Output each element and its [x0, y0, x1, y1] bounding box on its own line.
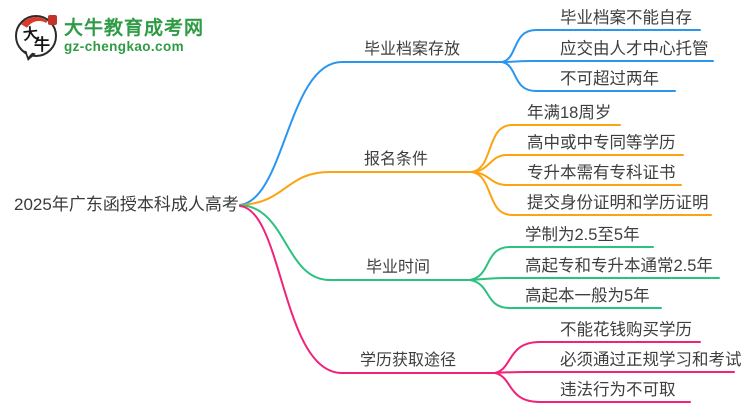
branch4-leaf3-curve: [494, 372, 691, 403]
branch2-leaf1: 年满18周岁: [527, 104, 612, 122]
branch2-main-curve: [239, 171, 473, 206]
branch4-label: 学历获取途径: [360, 352, 457, 369]
branch3-leaf3-curve: [469, 279, 662, 309]
logo-circle: 大 牛: [15, 15, 57, 57]
branch1-leaf2: 应交由人才中心托管: [560, 40, 709, 58]
branch4-leaf1: 不能花钱购买学历: [560, 321, 692, 339]
branch4-main-curve: [239, 205, 496, 374]
branch1-label: 毕业档案存放: [364, 41, 461, 58]
branch2-leaf4: 提交身份证明和学历证明: [527, 194, 709, 212]
logo-char-niu: 牛: [34, 37, 51, 54]
branch2-leaf4-curve: [471, 171, 712, 216]
branch1-leaf1-curve: [501, 29, 701, 63]
branch3-label: 毕业时间: [366, 259, 431, 276]
branch1-main-curve: [239, 61, 503, 206]
branch2-leaf2-curve: [471, 154, 684, 173]
branch2-leaf2: 高中或中专同等学历: [527, 134, 676, 152]
branch3-leaf1-curve: [469, 246, 654, 281]
branch1-leaf2-curve: [501, 60, 714, 63]
branch2-label: 报名条件: [364, 151, 429, 168]
branch3-leaf3: 高起本一般为5年: [525, 287, 650, 305]
branch2-leaf3: 专升本需有专科证书: [527, 164, 676, 182]
logo-domain: gz-chengkao.com: [64, 39, 185, 54]
branch3-leaf2-curve: [469, 277, 720, 281]
branch3-leaf1: 学制为2.5至5年: [525, 226, 640, 244]
branch1-leaf3-curve: [501, 61, 676, 92]
branch4-leaf2: 必须通过正规学习和考试: [560, 351, 742, 369]
branch1-leaf3: 不可超过两年: [560, 70, 659, 88]
branch3-main-curve: [239, 204, 471, 281]
branch3-leaf2: 高起专和专升本通常2.5年: [525, 257, 713, 275]
branch4-leaf3: 违法行为不可取: [560, 381, 676, 399]
branch2-leaf1-curve: [471, 124, 621, 173]
branch4-leaf1-curve: [494, 341, 701, 374]
logo-bubble-mark: 大 牛: [13, 12, 59, 63]
branch1-leaf1: 毕业档案不能自存: [560, 9, 692, 27]
central-topic: 2025年广东函授本科成人高考: [14, 195, 239, 214]
logo-text: 大牛教育成考网 gz-chengkao.com: [64, 12, 204, 54]
branch4-leaf2-curve: [494, 371, 735, 374]
site-logo[interactable]: 大 牛 大牛教育成考网 gz-chengkao.com: [13, 12, 204, 63]
logo-seal-icon: [48, 15, 57, 25]
logo-title: 大牛教育成考网: [64, 18, 205, 39]
